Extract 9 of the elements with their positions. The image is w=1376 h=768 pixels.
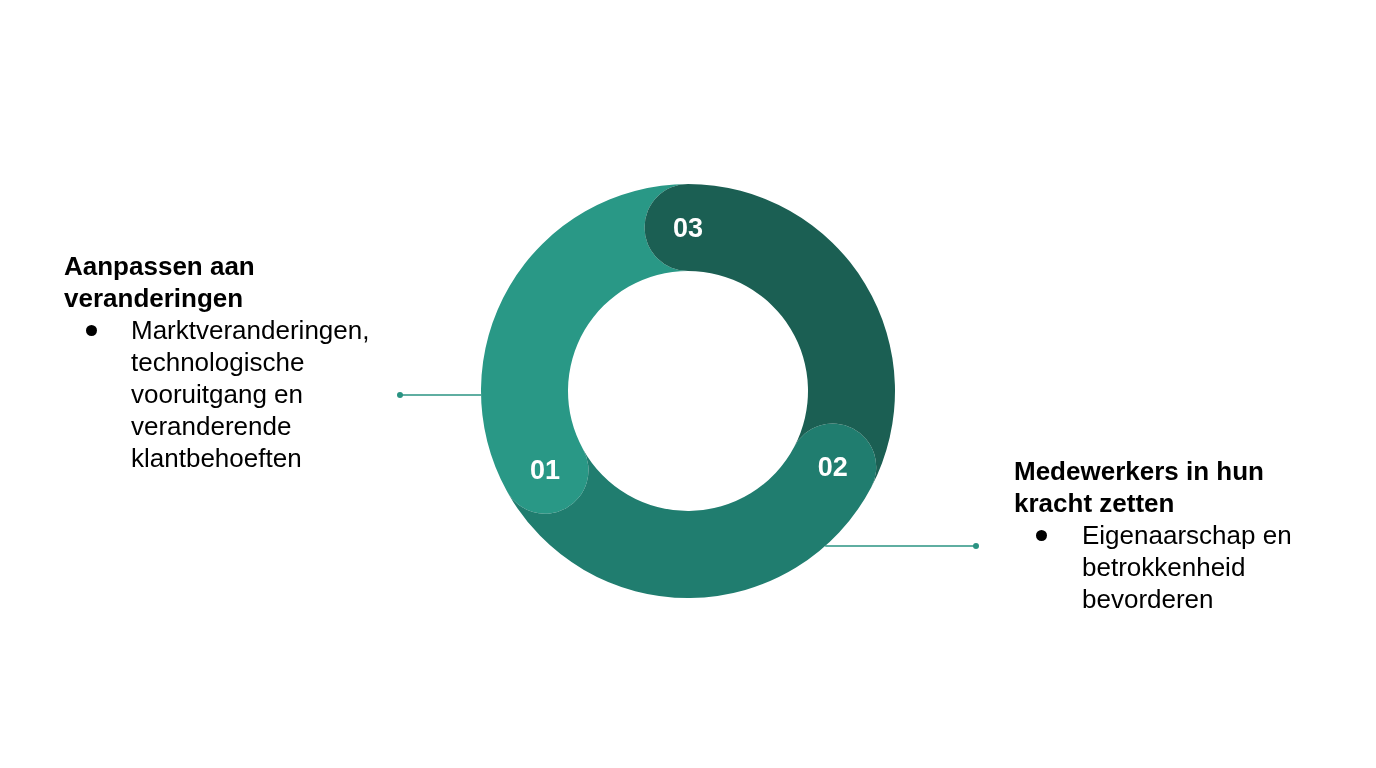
leader-line — [824, 543, 979, 549]
heading: Aanpassen aan veranderingen — [64, 250, 256, 314]
heading: Medewerkers in hun kracht zetten — [1014, 455, 1265, 519]
segment-number: 03 — [673, 212, 703, 243]
segment-number: 02 — [817, 452, 848, 482]
leader-line — [397, 392, 482, 398]
bullet-text: Marktveranderingen, technologische vooruitgang en veranderende klantbehoeften — [131, 314, 371, 474]
bullet-text: Eigenaarschap en betrokkenheid bevorderen — [1082, 519, 1293, 615]
segment-number: 01 — [529, 455, 560, 486]
